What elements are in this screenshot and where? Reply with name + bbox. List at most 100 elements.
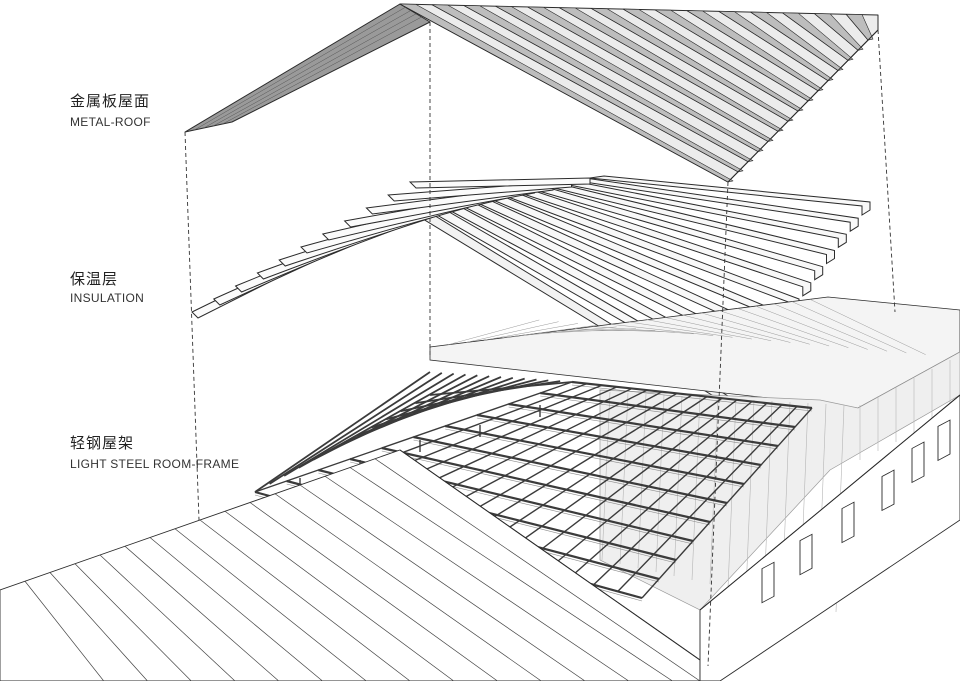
frame-purlin — [472, 396, 708, 553]
base-roof-seam — [224, 510, 454, 681]
slab-seam — [755, 305, 868, 350]
frame-purlin — [496, 397, 723, 559]
glass-surface — [599, 351, 960, 611]
metal-roof-corrugation — [194, 3, 879, 183]
slab-seam — [610, 324, 714, 336]
facade-top-edge — [699, 394, 960, 611]
roof-fold-line — [495, 5, 759, 152]
slab-seam — [484, 323, 578, 341]
base-roof-seam — [49, 572, 148, 681]
slab-seam — [628, 321, 733, 338]
slab-seam — [665, 317, 772, 342]
frame-left-rafter — [269, 372, 443, 485]
alignment-guides — [184, 22, 896, 667]
metal-roof-layer — [184, 3, 879, 183]
slab-seam — [737, 308, 849, 348]
roof-fold-line — [527, 6, 769, 142]
facade-window — [761, 561, 775, 604]
metal-roof-eave — [727, 29, 879, 183]
base-roof-slope — [0, 449, 701, 681]
facade-window — [841, 501, 855, 544]
frame-purlin — [593, 404, 783, 586]
base-roof-seam — [349, 467, 673, 681]
base-roof-seam — [324, 475, 629, 681]
facade-window — [911, 441, 925, 484]
insulation-layer — [191, 175, 871, 410]
roof-left-fold-line — [213, 13, 417, 127]
slab-seam — [647, 319, 752, 340]
facade-window — [881, 469, 895, 512]
frame-purlin — [641, 407, 813, 599]
glass-mullion — [673, 395, 683, 577]
base-roof-seam — [274, 493, 542, 681]
roof-fold-line — [814, 13, 859, 51]
frame-label-en: LIGHT STEEL ROOM-FRAME — [70, 457, 240, 471]
frame-purlin — [568, 402, 768, 579]
frame-left-rafter — [254, 371, 431, 493]
insulation-label-zh: 保温层 — [70, 270, 119, 288]
roof-fold-line — [399, 3, 729, 183]
roof-fold-line — [782, 12, 849, 61]
facade-window — [937, 419, 951, 462]
glass-mullion — [655, 394, 665, 573]
roof-fold-line — [750, 11, 839, 71]
roof-left-fold-line — [222, 16, 422, 125]
slab-seam — [809, 299, 926, 355]
base-roof-seam — [299, 484, 586, 681]
base-roof-seam — [174, 528, 367, 681]
insulation-label-en: INSULATION — [70, 291, 145, 305]
glass-mullion — [709, 397, 719, 585]
roof-fold-line — [463, 5, 749, 163]
existing-building-base — [0, 394, 960, 681]
frame-purlin — [617, 405, 798, 592]
base-roof-seam — [99, 554, 236, 681]
roof-fold-line — [686, 10, 819, 92]
slab-seam — [556, 330, 656, 332]
roof-left-fold-line — [203, 10, 411, 129]
slab-seam — [592, 326, 694, 335]
base-roof-seam — [74, 563, 192, 681]
roof-fold-line — [431, 4, 739, 173]
glass-mullion — [691, 396, 701, 581]
frame-purlin — [520, 399, 738, 566]
base-roof-hip — [399, 449, 701, 661]
roof-fold-line — [591, 8, 789, 122]
slab-seam — [466, 321, 559, 343]
base-roof-seam — [124, 545, 279, 681]
glass-mullion — [727, 398, 737, 589]
slab-seam — [701, 312, 810, 345]
frame-rafter-edge — [381, 450, 711, 526]
frame-purlin — [254, 381, 573, 493]
base-roof-seam — [374, 458, 701, 681]
roof-fold-line — [622, 8, 799, 112]
facade-window — [799, 533, 813, 576]
roof-fold-line — [718, 11, 829, 81]
slab-seam — [520, 326, 617, 336]
glass-mullion — [637, 393, 647, 569]
insulation-board — [589, 175, 871, 216]
roof-left-fold-line — [194, 7, 406, 131]
roof-fold-line — [559, 7, 779, 132]
slab-seam — [448, 319, 540, 345]
frame-label-zh: 轻钢屋架 — [70, 434, 135, 452]
roof-fold-line — [654, 9, 809, 102]
insulation-board-left — [408, 177, 591, 189]
base-roof-seam — [199, 519, 411, 681]
slab-seam — [791, 301, 907, 354]
slab-seam — [502, 324, 598, 339]
metal-roof-label-zh: 金属板屋面 — [70, 92, 151, 110]
upper-roof-slab — [429, 296, 960, 409]
base-roof-seam — [249, 502, 498, 681]
slab-seam — [719, 310, 830, 347]
metal-roof-label-en: METAL-ROOF — [70, 115, 151, 129]
frame-left-rafter — [400, 379, 549, 413]
frame-rafter-edge — [445, 428, 745, 488]
base-roof-seam — [24, 581, 105, 681]
frame-left-rafter — [283, 372, 455, 477]
frame-rafter-edge — [413, 439, 728, 507]
base-roof-seam — [149, 537, 323, 681]
slab-seam — [683, 314, 791, 343]
roof-fold-line — [845, 14, 869, 41]
slab-seam — [773, 303, 888, 352]
